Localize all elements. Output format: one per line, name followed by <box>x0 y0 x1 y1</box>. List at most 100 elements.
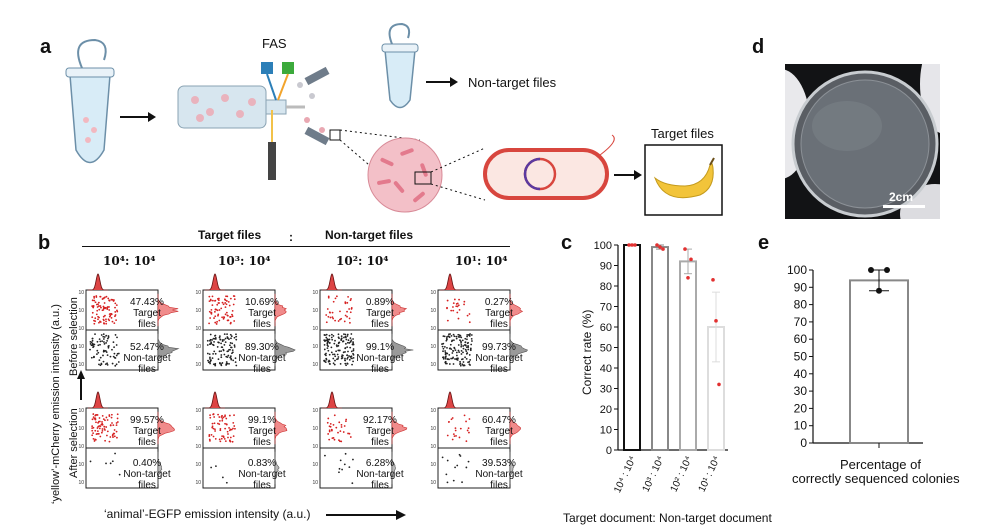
top-histogram <box>321 391 343 409</box>
scatter-point <box>224 422 226 425</box>
scatter-point <box>469 349 472 352</box>
scatter-point <box>325 314 328 316</box>
scatter-point <box>109 312 112 315</box>
scatter-point <box>323 343 326 346</box>
scatter-point <box>468 313 471 315</box>
scatter-point <box>450 357 453 360</box>
scatter-point <box>105 334 108 337</box>
scatter-point <box>446 299 449 302</box>
scatter-point <box>335 426 338 429</box>
scatter-point <box>350 298 352 300</box>
scatter-point <box>327 433 330 435</box>
scatter-point <box>351 363 353 366</box>
scatter-point <box>223 353 226 356</box>
scatter-point <box>352 356 355 359</box>
scatter-point <box>115 430 118 433</box>
scatter-point <box>115 424 118 426</box>
scatter-point <box>463 364 466 367</box>
scatter-point <box>334 359 336 362</box>
scatter-point <box>446 481 449 484</box>
scatter-point <box>219 338 222 341</box>
scatter-point <box>102 333 105 336</box>
scatter-point <box>226 356 229 359</box>
scatter-point <box>441 343 443 345</box>
scatter-point <box>232 359 235 362</box>
scatter-point <box>91 425 94 428</box>
scatter-point <box>208 310 211 313</box>
scatter-point <box>220 342 223 345</box>
scatter-point <box>344 301 347 304</box>
scatter-point <box>350 355 353 358</box>
scatter-point <box>455 303 458 305</box>
scatter-point <box>328 334 331 337</box>
scatter-point <box>229 344 231 347</box>
scatter-point <box>208 300 211 303</box>
scatter-point <box>231 349 234 352</box>
header-non-target-files: Non-target files <box>325 228 414 242</box>
scatter-point <box>223 333 226 336</box>
scatter-point <box>329 311 331 314</box>
scatter-point <box>117 352 120 355</box>
laser-icon <box>261 62 294 101</box>
scatter-point <box>105 351 108 354</box>
scatter-point <box>104 307 106 310</box>
scatter-point <box>348 342 351 344</box>
scatter-point <box>465 440 468 443</box>
tick-label: 10 <box>312 462 318 468</box>
scatter-point <box>97 301 100 304</box>
scatter-point <box>208 438 211 441</box>
scatter-point <box>467 345 470 347</box>
scatter-point <box>458 336 461 338</box>
scatter-point <box>340 337 343 340</box>
scatter-point <box>460 358 463 361</box>
scatter-point <box>103 336 106 338</box>
scatter-point <box>229 333 232 336</box>
scatter-point <box>452 309 455 312</box>
scatter-point <box>332 357 335 360</box>
scatter-point <box>446 434 449 437</box>
scatter-point <box>101 309 104 312</box>
panel-e-x-label-1: Percentage of <box>840 457 921 472</box>
non-target-tube-icon <box>381 22 419 109</box>
scatter-point <box>464 348 467 351</box>
scatter-point <box>227 436 229 439</box>
scatter-point <box>346 335 349 337</box>
scatter-point <box>91 316 94 319</box>
scatter-point <box>465 352 468 355</box>
scatter-point <box>104 439 106 442</box>
tick-label: 10 <box>312 290 318 296</box>
scatter-point <box>116 421 119 423</box>
scatter-point <box>91 434 94 437</box>
scatter-point <box>98 363 100 366</box>
scatter-point <box>336 358 338 361</box>
scatter-point <box>95 413 98 416</box>
panel-letter-a: a <box>40 36 52 58</box>
scatter-point <box>337 336 340 339</box>
scatter-point <box>98 425 101 427</box>
scatter-point <box>231 440 234 443</box>
scatter-point <box>465 346 468 349</box>
scatter-point <box>228 427 230 429</box>
right-histogram-nontarget <box>157 451 163 485</box>
scatter-point <box>326 421 329 424</box>
scatter-point <box>342 351 345 354</box>
scatter-point <box>222 435 225 438</box>
scatter-point <box>452 306 454 308</box>
scatter-point <box>335 344 338 347</box>
tick-label: 10 <box>430 290 436 296</box>
scatter-point <box>102 305 105 308</box>
panel-a-illustration <box>65 22 723 216</box>
scatter-point <box>330 333 333 336</box>
scatter-point <box>224 299 227 301</box>
scatter-point <box>348 358 351 361</box>
scatter-point <box>213 317 215 319</box>
scatter-point <box>102 418 105 421</box>
scatter-point <box>101 421 103 423</box>
scatter-point <box>452 433 455 435</box>
scatter-point <box>457 344 460 346</box>
scatter-point <box>211 425 214 428</box>
scatter-point <box>327 315 330 318</box>
